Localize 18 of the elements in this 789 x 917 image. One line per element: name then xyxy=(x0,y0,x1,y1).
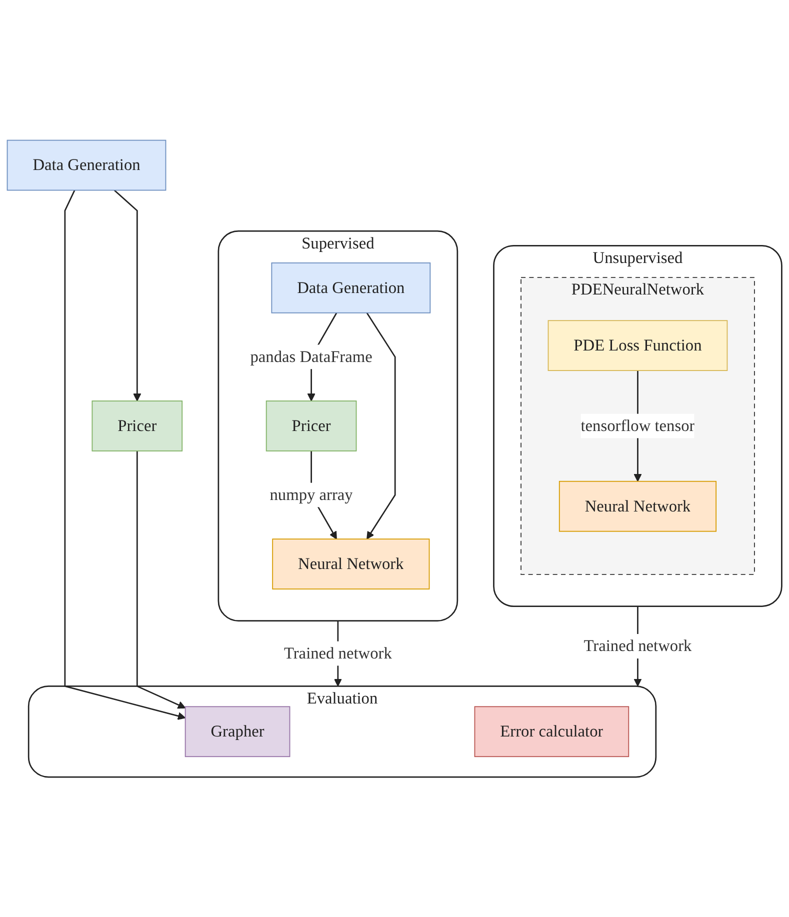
node-box: Pricer xyxy=(266,400,357,452)
node-box: PDE Loss Function xyxy=(548,320,728,371)
edge-label: Trained network xyxy=(284,644,392,662)
node-box: Data Generation xyxy=(271,262,431,314)
edge-label: numpy array xyxy=(270,485,353,504)
edge-label: pandas DataFrame xyxy=(250,347,372,366)
node-box: Neural Network xyxy=(272,538,430,590)
node-box: Grapher xyxy=(184,706,290,757)
arrow xyxy=(366,312,396,540)
node-box: Data Generation xyxy=(6,140,166,191)
node-box: Pricer xyxy=(92,400,183,452)
arrow xyxy=(64,190,186,720)
arrow xyxy=(114,190,142,402)
arrow xyxy=(136,450,186,709)
edge-label: tensorflow tensor xyxy=(580,416,695,434)
node-box: Error calculator xyxy=(474,706,630,757)
edge-label: Trained network xyxy=(584,636,692,655)
node-box: Neural Network xyxy=(558,480,717,532)
